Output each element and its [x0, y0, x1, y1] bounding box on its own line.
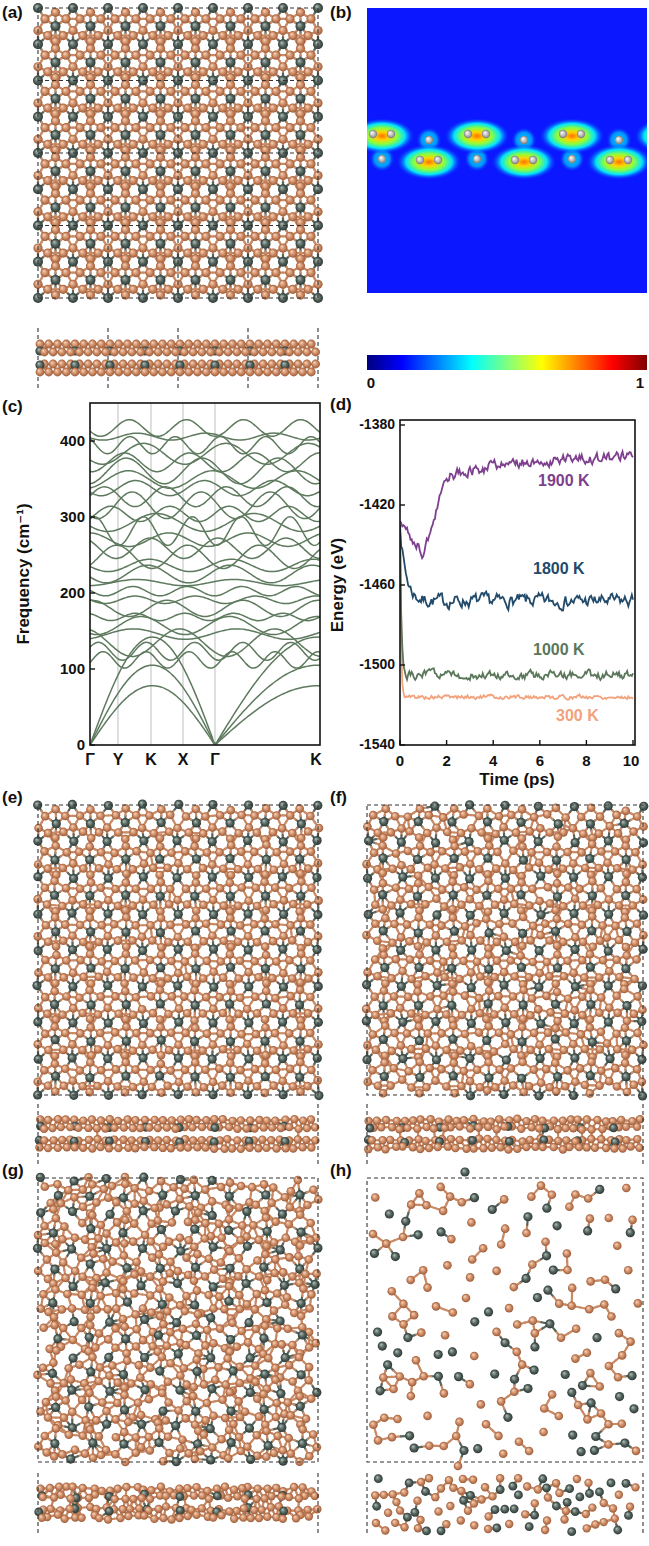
figure-page: (a)(b)01(c)Frequency (cm⁻¹)4003002001000…	[0, 0, 649, 1546]
